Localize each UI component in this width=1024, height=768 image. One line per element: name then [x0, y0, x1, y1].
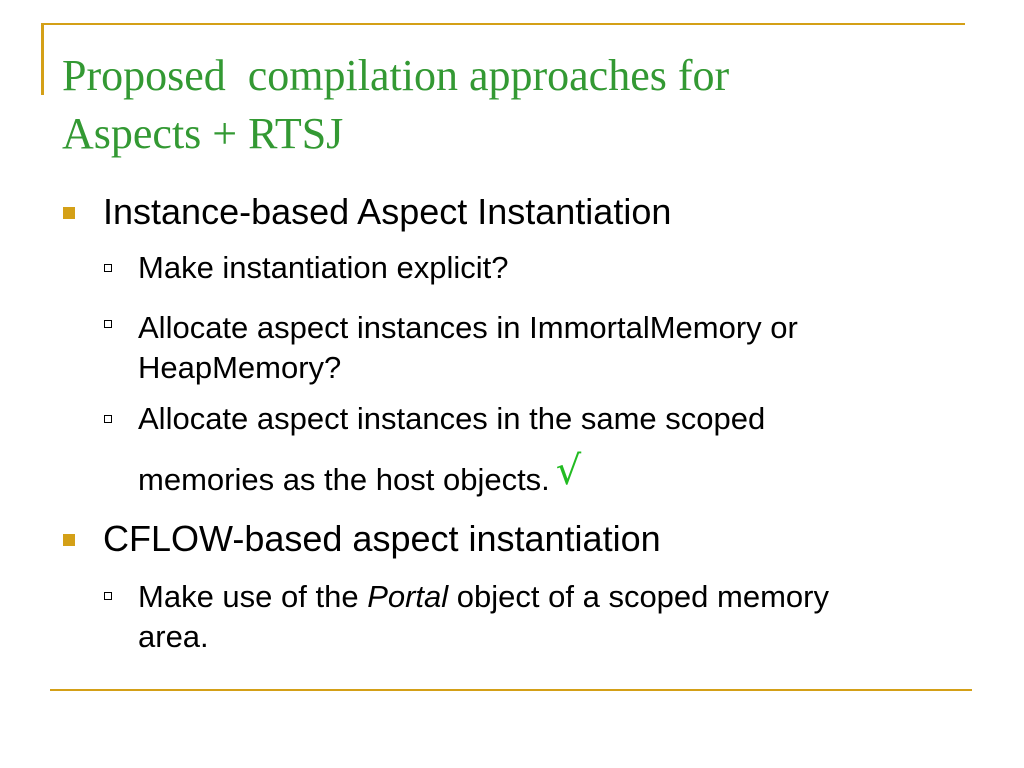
sub-bullet-text-after: object of a scoped memory	[448, 579, 829, 614]
sub-bullet-text: Make instantiation explicit?	[138, 249, 508, 287]
sub-bullet-line: memories as the host objects.	[138, 462, 550, 497]
sub-bullet-line: Make instantiation explicit?	[138, 250, 509, 285]
hollow-square-bullet-icon	[104, 264, 112, 272]
footer-rule	[50, 689, 972, 691]
title-accent-vertical-rule	[41, 23, 44, 95]
hollow-square-bullet-icon	[104, 592, 112, 600]
slide-title: Proposed compilation approaches for Aspe…	[62, 47, 962, 163]
sub-bullet-text: Allocate aspect instances in the same sc…	[138, 400, 765, 499]
sub-bullet-line: Allocate aspect instances in the same sc…	[138, 401, 766, 436]
title-accent-horizontal-rule	[42, 23, 965, 25]
sub-bullet-line: HeapMemory?	[138, 350, 342, 385]
slide-title-line-1: Proposed compilation approaches for	[62, 51, 730, 100]
checkmark-icon: √	[555, 448, 582, 494]
sub-bullet-line: Allocate aspect instances in ImmortalMem…	[138, 310, 798, 345]
hollow-square-bullet-icon	[104, 320, 112, 328]
sub-bullet-line: area.	[138, 619, 209, 654]
sub-bullet-text: Make use of the Portal object of a scope…	[138, 577, 829, 657]
square-bullet-icon	[63, 207, 75, 219]
slide-title-line-2: Aspects + RTSJ	[62, 109, 344, 158]
bullet-text: CFLOW-based aspect instantiation	[103, 518, 661, 559]
hollow-square-bullet-icon	[104, 415, 112, 423]
sub-bullet-line: Make use of the Portal object of a scope…	[138, 577, 829, 617]
sub-bullet-text-before: Make use of the	[138, 579, 368, 614]
bullet-text: Instance-based Aspect Instantiation	[103, 191, 672, 232]
sub-bullet-text: Allocate aspect instances in ImmortalMem…	[138, 305, 798, 390]
square-bullet-icon	[63, 534, 75, 546]
portal-emphasis: Portal	[367, 579, 449, 614]
sub-bullet-line-with-mark: memories as the host objects.√	[138, 451, 765, 499]
